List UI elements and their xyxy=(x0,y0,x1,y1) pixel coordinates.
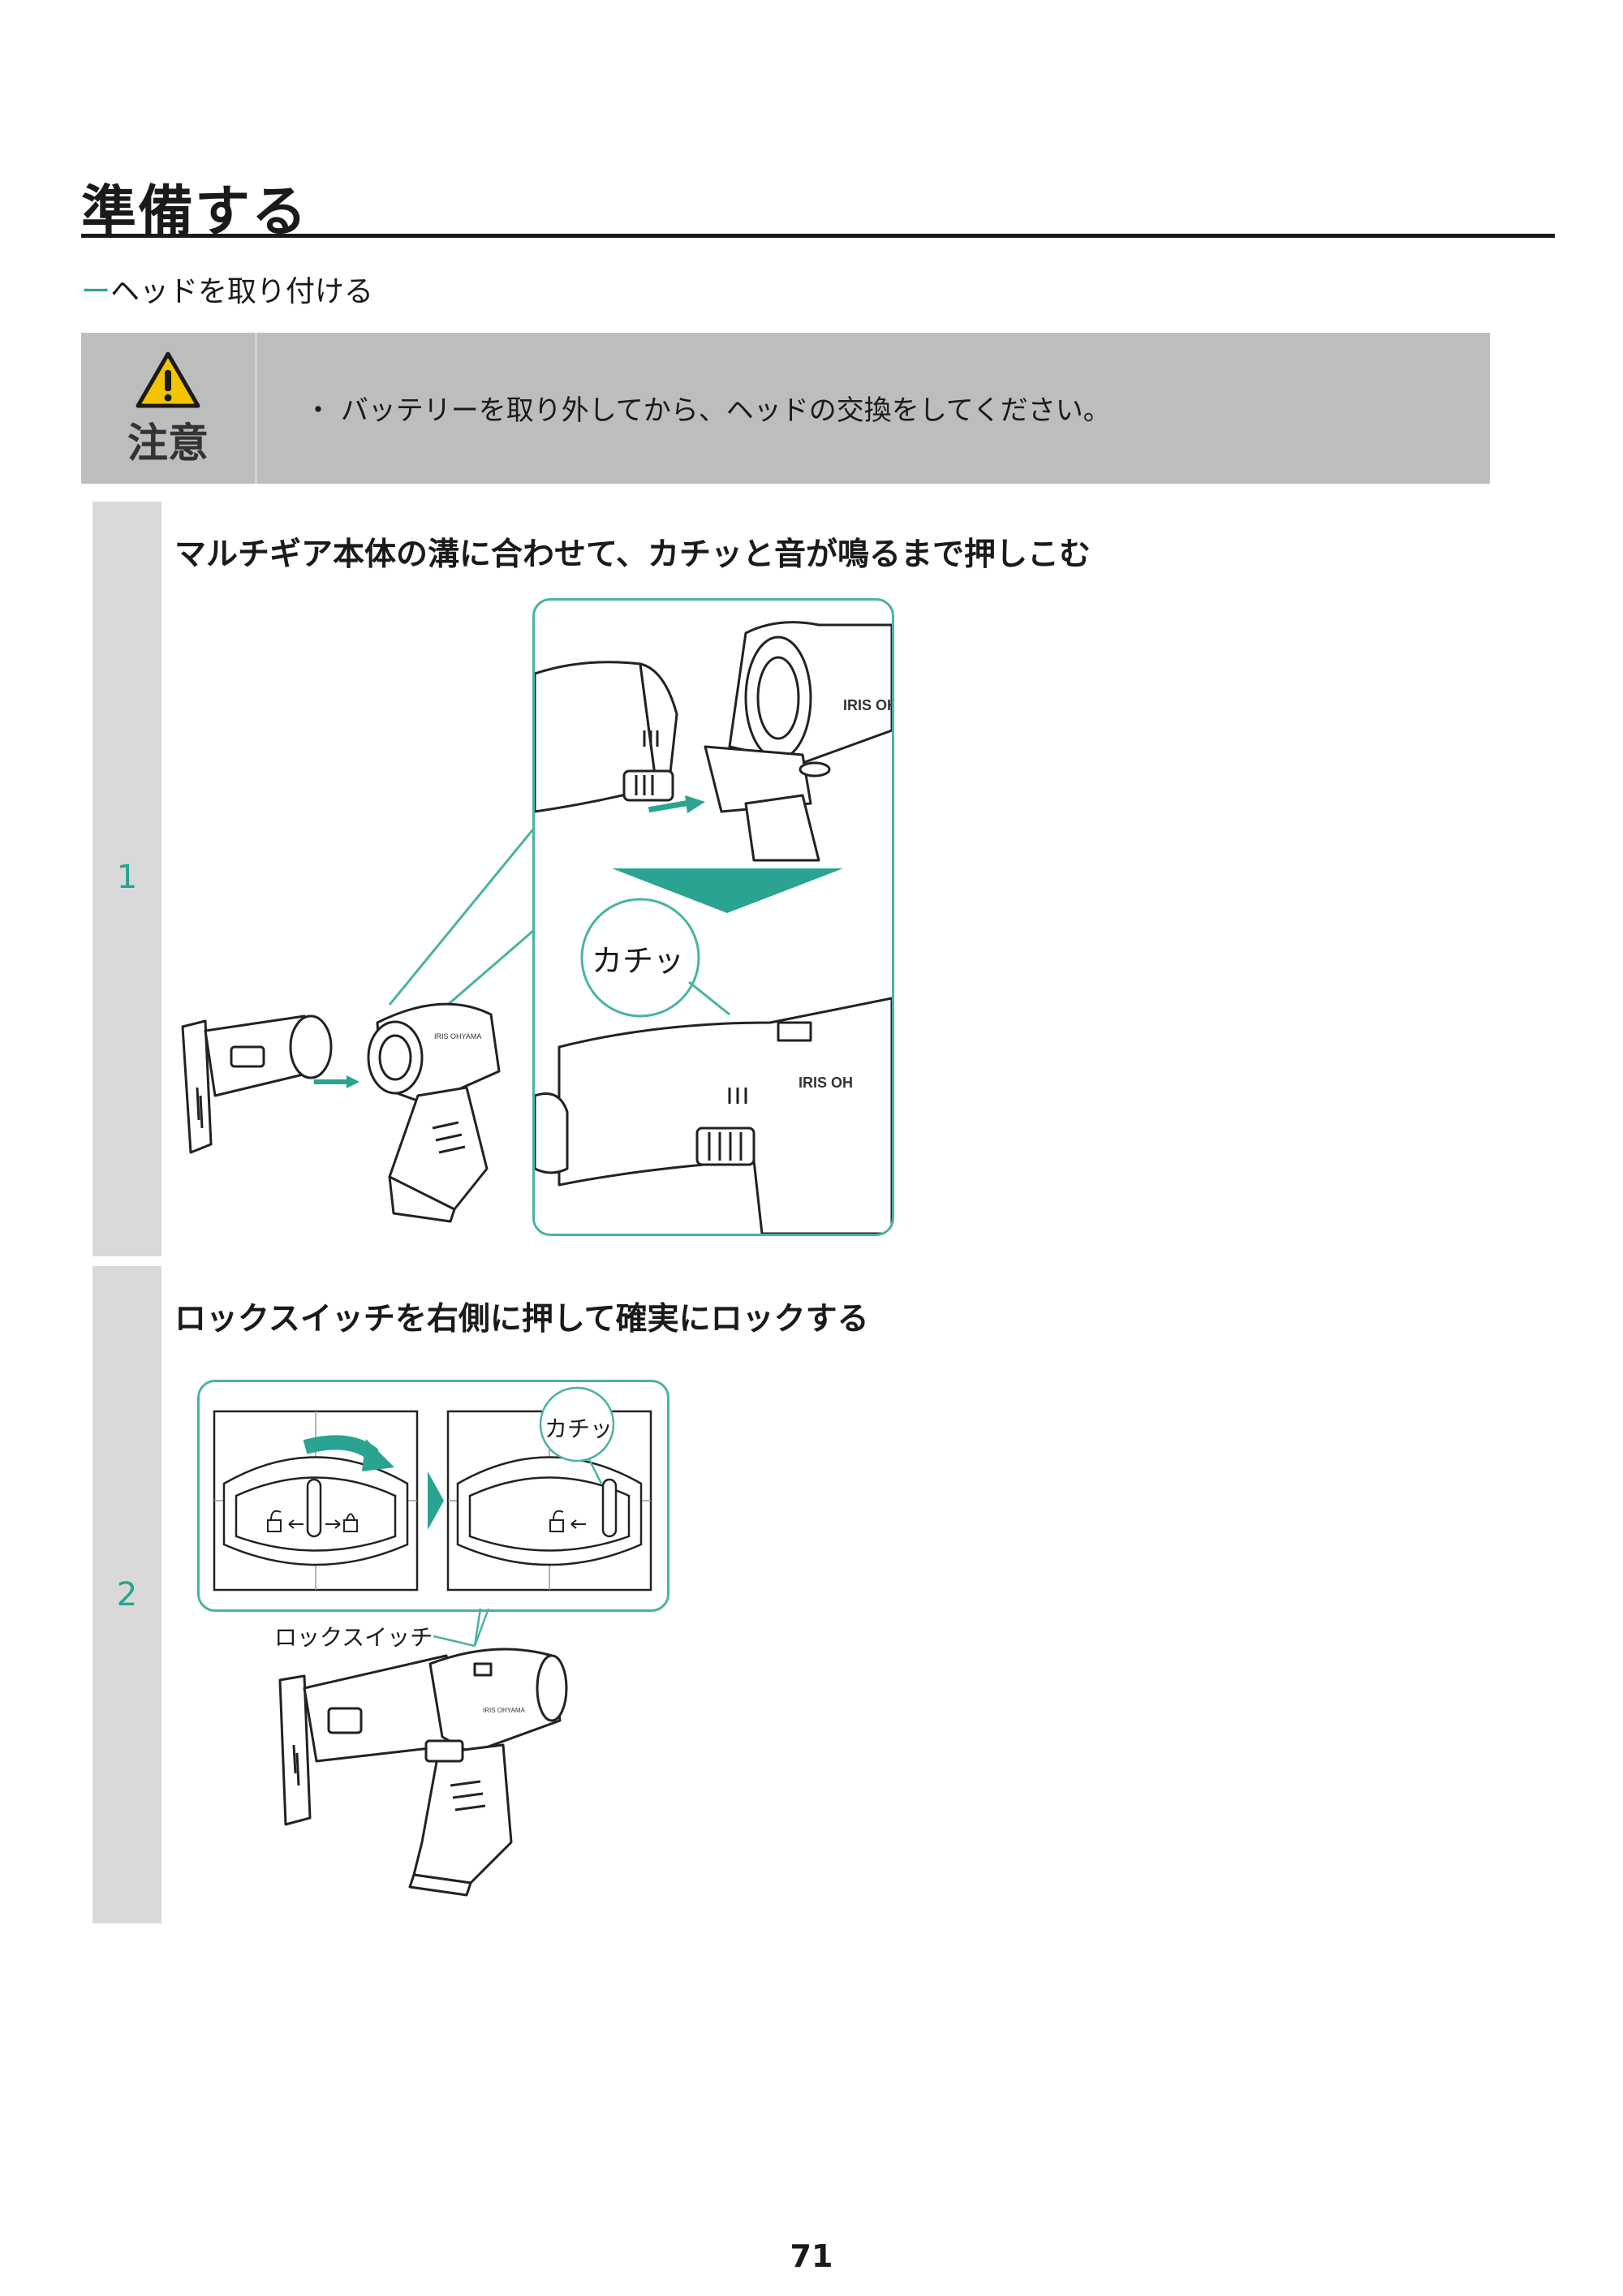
step-2-number: 2 xyxy=(116,1576,138,1613)
caution-message: バッテリーを取り外してから、ヘッドの交換をしてください。 xyxy=(340,394,1111,427)
lock-switch-pointer xyxy=(433,1608,490,1648)
caution-box: 注意 ・ バッテリーを取り外してから、ヘッドの交換をしてください。 xyxy=(81,333,1490,484)
step-2-tool-illustration: IRIS OHYAMA xyxy=(268,1639,576,1907)
caution-bullet: ・ xyxy=(304,394,332,427)
page-number: 71 xyxy=(790,2238,833,2274)
brand-mark-bottom: IRIS OH xyxy=(799,1075,853,1091)
step-1-zoom-drawing: IRIS OH IRIS OH xyxy=(535,621,892,1234)
lock-switch-label: ロックスイッチ xyxy=(274,1624,433,1651)
step-1-zoom-figure: IRIS OH IRIS OH カチッ xyxy=(532,598,894,1236)
caution-label: 注意 xyxy=(127,420,209,467)
brand-mark-step2: IRIS OHYAMA xyxy=(483,1707,526,1714)
step-2-text: ロックスイッチを右側に押して確実にロックする xyxy=(174,1301,869,1338)
step-2-bar xyxy=(93,1266,161,1923)
step-2-lock-drawing xyxy=(213,1386,652,1592)
brand-mark-top: IRIS OH xyxy=(843,697,892,713)
caution-text: ・ バッテリーを取り外してから、ヘッドの交換をしてください。 xyxy=(304,388,1111,428)
page-title: 準備する xyxy=(81,180,309,244)
brand-mark-small: IRIS OHYAMA xyxy=(434,1032,481,1040)
step-2-click-callout: カチッ xyxy=(545,1415,613,1442)
subtitle-dash: ー xyxy=(81,275,111,308)
title-rule xyxy=(81,234,1555,238)
step-2-lock-figure: カチッ xyxy=(197,1380,669,1612)
step-1-bar xyxy=(93,502,161,1256)
warning-triangle-icon xyxy=(136,351,200,409)
step-1-number: 1 xyxy=(116,859,138,896)
step-1-click-callout: カチッ xyxy=(592,943,685,979)
step-1-text: マルチギア本体の溝に合わせて、カチッと音が鳴るまで押しこむ xyxy=(174,536,1091,573)
subtitle-text: ヘッドを取り付ける xyxy=(110,275,374,308)
section-subtitle: ーヘッドを取り付ける xyxy=(81,268,373,310)
caution-label-cell: 注意 xyxy=(81,333,257,484)
step-1-assembly-illustration: IRIS OHYAMA xyxy=(174,974,532,1234)
